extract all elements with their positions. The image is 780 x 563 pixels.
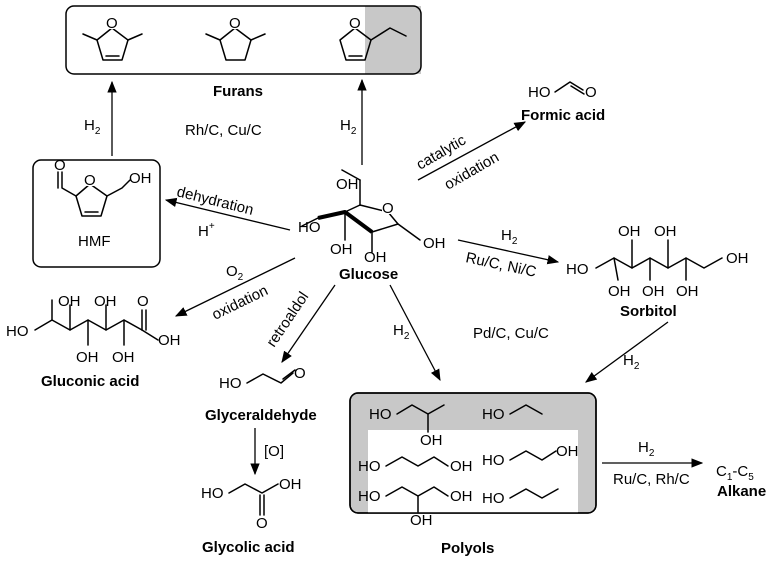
furans-box: O O O bbox=[65, 5, 422, 75]
svg-text:HO: HO bbox=[482, 490, 505, 507]
label-h2-furans: H2 bbox=[340, 117, 357, 137]
arrow-glucose-to-polyols bbox=[389, 284, 441, 382]
svg-text:O: O bbox=[229, 15, 241, 32]
arrow-glucose-to-glyceraldehyde bbox=[281, 284, 336, 363]
svg-text:OH: OH bbox=[618, 223, 641, 240]
svg-text:O: O bbox=[294, 365, 306, 382]
svg-text:OH: OH bbox=[642, 283, 665, 300]
sorbitol-label: Sorbitol bbox=[620, 303, 677, 320]
label-h-plus: H+ bbox=[198, 221, 215, 240]
gluconic-acid-label: Gluconic acid bbox=[41, 373, 139, 390]
label-h2-hmf: H2 bbox=[84, 117, 101, 137]
gluconic-acid-structure: HO OH OH O OH OH OH bbox=[6, 293, 181, 366]
svg-text:HO: HO bbox=[219, 375, 242, 392]
label-oxidation-gluconic: oxidation bbox=[209, 282, 270, 324]
svg-text:HO: HO bbox=[6, 323, 29, 340]
svg-text:OH: OH bbox=[420, 432, 443, 449]
svg-text:OH: OH bbox=[158, 332, 181, 349]
svg-text:O: O bbox=[349, 15, 361, 32]
svg-text:OH: OH bbox=[556, 443, 579, 460]
svg-text:HO: HO bbox=[358, 488, 381, 505]
label-h2-polyols: H2 bbox=[393, 322, 410, 342]
glycolic-acid-label: Glycolic acid bbox=[202, 539, 295, 556]
svg-text:OH: OH bbox=[330, 241, 353, 258]
svg-text:OH: OH bbox=[676, 283, 699, 300]
glycolic-acid-structure: HO OH O bbox=[201, 476, 302, 532]
svg-text:HO: HO bbox=[566, 261, 589, 278]
sorbitol-structure: HO OH OH OH OH OH OH bbox=[566, 223, 749, 300]
svg-text:OH: OH bbox=[94, 293, 117, 310]
alkane-range: C1-C5 bbox=[716, 463, 754, 483]
svg-text:HO: HO bbox=[201, 485, 224, 502]
svg-text:HO: HO bbox=[369, 406, 392, 423]
svg-text:OH: OH bbox=[423, 235, 446, 252]
label-o2: O2 bbox=[226, 263, 244, 283]
formic-acid-label: Formic acid bbox=[521, 107, 605, 124]
formic-acid-structure: HO O bbox=[528, 81, 597, 101]
svg-text:O: O bbox=[137, 293, 149, 310]
alkane-label: Alkane bbox=[717, 483, 766, 500]
svg-text:O: O bbox=[256, 515, 268, 532]
svg-text:OH: OH bbox=[364, 249, 387, 266]
label-pd-cu: Pd/C, Cu/C bbox=[473, 325, 549, 342]
polyols-label: Polyols bbox=[441, 540, 494, 557]
label-h2-alkane: H2 bbox=[638, 439, 655, 459]
label-h2-sorbitol: H2 bbox=[501, 227, 518, 247]
svg-text:OH: OH bbox=[58, 293, 81, 310]
svg-text:OH: OH bbox=[76, 349, 99, 366]
label-rh-cu: Rh/C, Cu/C bbox=[185, 122, 262, 139]
svg-text:HO: HO bbox=[298, 219, 321, 236]
svg-text:OH: OH bbox=[450, 458, 473, 475]
dimethyl-thf-structure: O bbox=[205, 15, 266, 61]
svg-text:HO: HO bbox=[482, 406, 505, 423]
svg-text:O: O bbox=[84, 172, 96, 189]
furans-label: Furans bbox=[213, 83, 263, 100]
polyols-box: HO OH HO HO OH HO OH HO OH OH HO bbox=[349, 392, 597, 529]
svg-text:O: O bbox=[382, 200, 394, 217]
ethylfuran-structure: O bbox=[339, 15, 407, 61]
glyceraldehyde-structure: HO O bbox=[219, 365, 306, 392]
hmf-label: HMF bbox=[78, 233, 111, 250]
svg-text:OH: OH bbox=[654, 223, 677, 240]
arrow-glucose-to-sorbitol bbox=[457, 239, 560, 265]
svg-text:OH: OH bbox=[608, 283, 631, 300]
glyceraldehyde-label: Glyceraldehyde bbox=[205, 407, 317, 424]
svg-text:OH: OH bbox=[279, 476, 302, 493]
label-dehydration: dehydration bbox=[175, 183, 255, 218]
label-ru-ni: Ru/C, Ni/C bbox=[464, 249, 538, 281]
svg-text:HO: HO bbox=[482, 452, 505, 469]
svg-text:OH: OH bbox=[726, 250, 749, 267]
arrow-glucose-to-hmf bbox=[164, 197, 291, 231]
dimethylfuran-structure: O bbox=[82, 15, 143, 61]
svg-text:HO: HO bbox=[528, 84, 551, 101]
svg-text:OH: OH bbox=[112, 349, 135, 366]
svg-text:O: O bbox=[585, 84, 597, 101]
glucose-label: Glucose bbox=[339, 266, 398, 283]
svg-text:OH: OH bbox=[450, 488, 473, 505]
svg-text:OH: OH bbox=[336, 176, 359, 193]
arrow-glucose-to-formic bbox=[417, 121, 527, 181]
hmf-box: O O OH HMF bbox=[32, 157, 161, 268]
label-o-brackets: [O] bbox=[264, 443, 284, 460]
svg-text:HO: HO bbox=[358, 458, 381, 475]
arrow-sorbitol-to-polyols bbox=[585, 321, 669, 383]
arrow-glucose-to-gluconic bbox=[174, 257, 296, 317]
svg-text:OH: OH bbox=[410, 512, 433, 529]
glucose-structure: O OH OH HO OH OH bbox=[298, 169, 446, 266]
label-retroaldol: retroaldol bbox=[263, 289, 312, 350]
svg-text:OH: OH bbox=[129, 170, 152, 187]
svg-text:O: O bbox=[54, 157, 66, 174]
label-h2-sorbitol-polyols: H2 bbox=[623, 352, 640, 372]
label-ru-rh: Ru/C, Rh/C bbox=[613, 471, 690, 488]
svg-text:O: O bbox=[106, 15, 118, 32]
